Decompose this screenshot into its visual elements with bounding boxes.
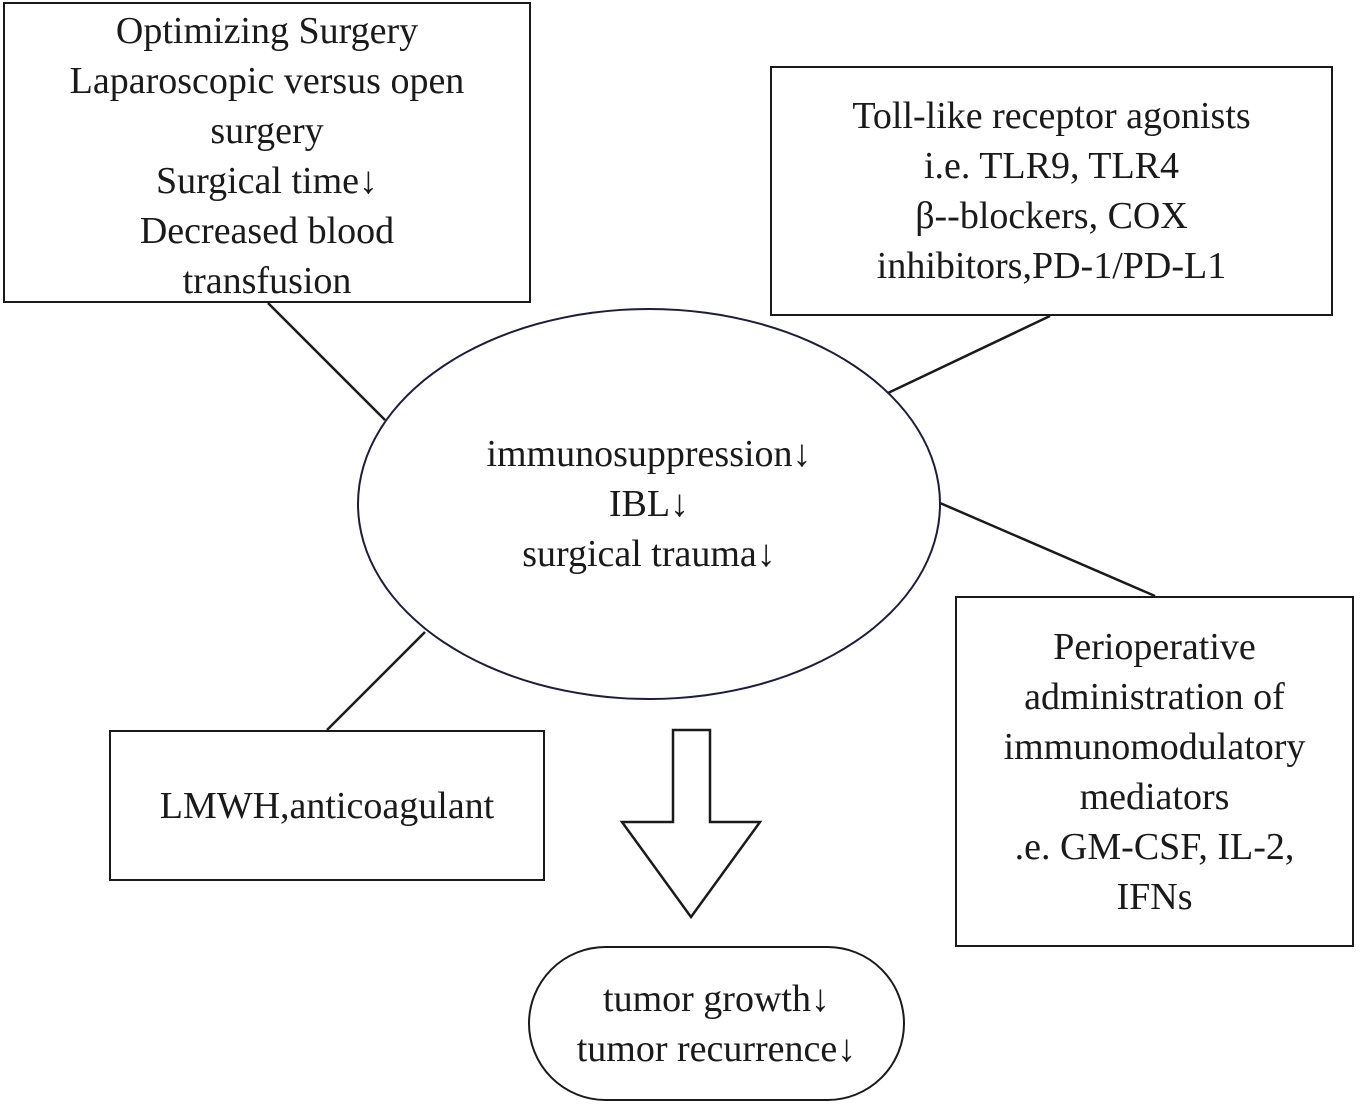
tlr-line-4: inhibitors,PD-1/PD-L1	[876, 245, 1227, 287]
optimizing-surgery-box: Optimizing Surgery Laparoscopic versus o…	[3, 2, 531, 303]
periop-line-2: administration of	[1024, 675, 1285, 718]
surgery-line-4: Surgical time↓	[156, 160, 378, 202]
immunosuppression-ellipse: immunosuppression↓ IBL↓ surgical trauma↓	[357, 308, 941, 700]
surgery-line-5: Decreased blood	[139, 210, 395, 252]
center-line-1: immunosuppression↓	[486, 433, 812, 475]
tlr-agonists-box: Toll-like receptor agonists i.e. TLR9, T…	[770, 66, 1333, 316]
connector-center-periop	[939, 501, 1156, 598]
center-line-3: surgical trauma↓	[522, 533, 776, 575]
connector-tlr-center	[887, 314, 1051, 395]
surgery-line-2: Laparoscopic versus open	[69, 60, 465, 102]
periop-line-5: .e. GM-CSF, IL-2,	[1014, 825, 1295, 868]
lmwh-line-1: LMWH,anticoagulant	[159, 784, 495, 827]
periop-line-3: immunomodulatory	[1003, 725, 1306, 768]
connector-center-lmwh	[326, 631, 426, 731]
tlr-line-2: i.e. TLR9, TLR4	[923, 145, 1180, 187]
perioperative-mediators-box: Perioperative administration of immunomo…	[955, 596, 1354, 947]
center-line-2: IBL↓	[608, 483, 690, 525]
periop-line-4: mediators	[1079, 775, 1230, 818]
tlr-line-1: Toll-like receptor agonists	[852, 95, 1251, 137]
surgery-line-1: Optimizing Surgery	[115, 10, 419, 52]
down-arrow	[619, 728, 763, 920]
tumor-outcome-box: tumor growth↓ tumor recurrence↓	[528, 946, 905, 1101]
tlr-line-3: β--blockers, COX	[915, 195, 1188, 237]
periop-line-6: IFNs	[1116, 875, 1193, 918]
surgery-line-3: surgery	[210, 110, 324, 152]
surgery-line-6: transfusion	[182, 260, 352, 302]
lmwh-anticoagulant-box: LMWH,anticoagulant	[109, 730, 545, 881]
outcome-line-2: tumor recurrence↓	[576, 1027, 857, 1070]
connector-surgery-center	[267, 302, 386, 421]
outcome-line-1: tumor growth↓	[603, 977, 830, 1020]
periop-line-1: Perioperative	[1053, 625, 1256, 668]
